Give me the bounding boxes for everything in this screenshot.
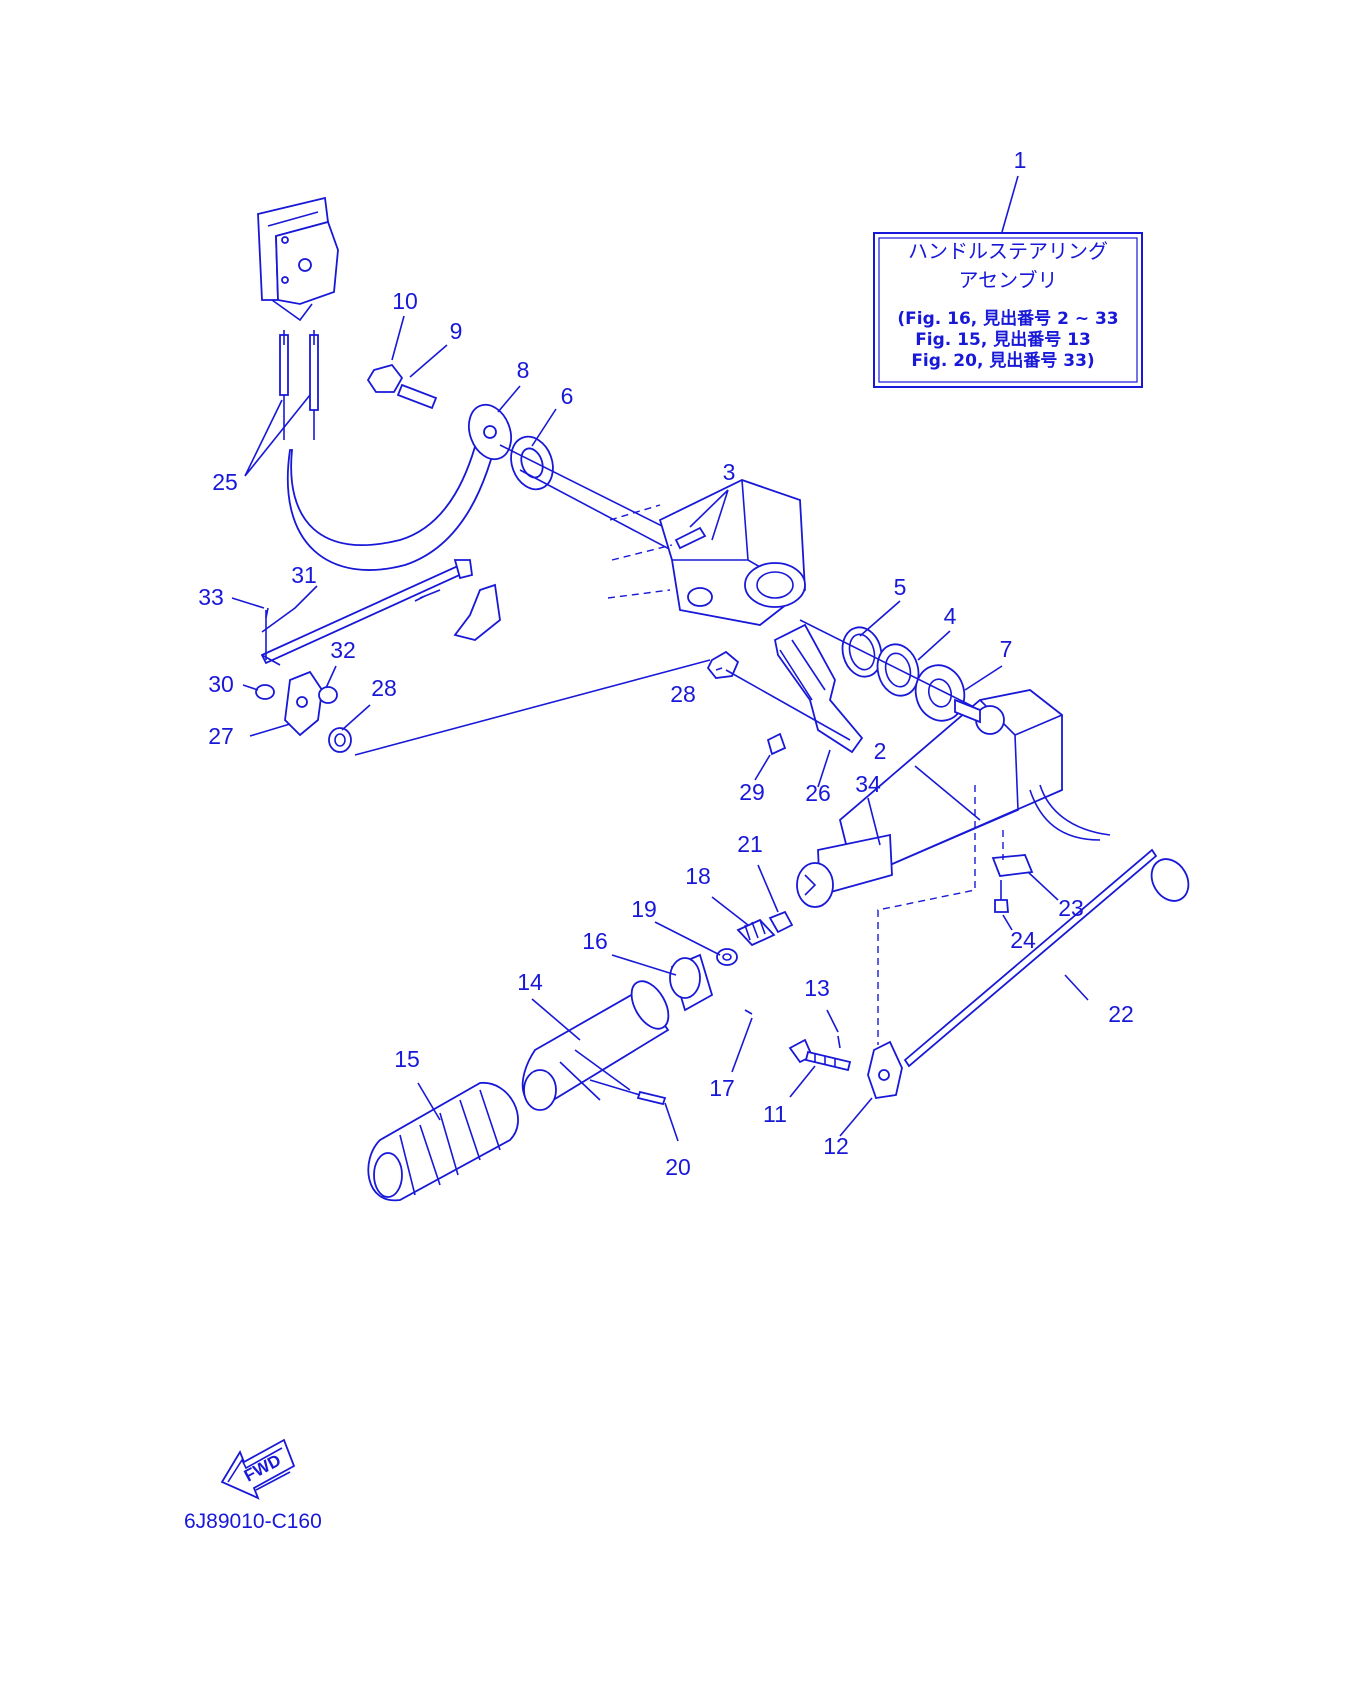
label-26: 26 — [805, 780, 831, 806]
label-22: 22 — [1108, 1001, 1134, 1027]
fwd-arrow: FWD — [220, 1438, 296, 1500]
label-28b: 28 — [670, 681, 696, 707]
label-33: 33 — [198, 584, 224, 610]
part-friction-adjuster — [788, 785, 1190, 1100]
label-34: 34 — [855, 771, 881, 797]
label-14: 14 — [517, 969, 543, 995]
part-link-rod — [255, 559, 711, 756]
part-nut-stud-plates — [366, 363, 691, 561]
box-title-line1: ハンドルステアリング — [908, 239, 1108, 263]
label-19: 19 — [631, 896, 657, 922]
label-24: 24 — [1010, 927, 1036, 953]
label-15: 15 — [394, 1046, 420, 1072]
label-23: 23 — [1058, 895, 1084, 921]
label-16: 16 — [582, 928, 608, 954]
box-ref-line2: Fig. 15, 見出番号 13 — [915, 329, 1091, 350]
label-9: 9 — [450, 318, 463, 344]
leader-lines — [231, 175, 1089, 1142]
label-20: 20 — [665, 1154, 691, 1180]
part-lever — [706, 623, 864, 756]
label-2: 2 — [874, 738, 887, 764]
label-5: 5 — [894, 574, 907, 600]
label-28: 28 — [371, 675, 397, 701]
label-21: 21 — [737, 831, 763, 857]
label-13: 13 — [804, 975, 830, 1001]
part-bracket — [257, 196, 339, 322]
label-6: 6 — [561, 383, 574, 409]
label-30: 30 — [208, 671, 234, 697]
label-27: 27 — [208, 723, 234, 749]
assembly-box: ハンドルステアリング アセンブリ (Fig. 16, 見出番号 2 ~ 33 F… — [873, 232, 1143, 388]
label-29: 29 — [739, 779, 765, 805]
label-31: 31 — [291, 562, 317, 588]
label-17: 17 — [709, 1075, 735, 1101]
label-7: 7 — [1000, 636, 1013, 662]
part-washers — [799, 619, 1001, 722]
label-11: 11 — [763, 1101, 787, 1127]
part-handle-arm — [796, 689, 1111, 908]
part-steering-bracket — [607, 479, 806, 626]
box-title-line2: アセンブリ — [959, 268, 1058, 292]
part-labels: 1 2 3 4 5 6 7 8 9 10 11 12 13 14 15 16 1… — [198, 147, 1134, 1180]
label-32: 32 — [330, 637, 356, 663]
label-8: 8 — [517, 357, 530, 383]
part-spring-set — [716, 910, 794, 966]
box-ref-line1: (Fig. 16, 見出番号 2 ~ 33 — [897, 308, 1118, 329]
drawing-code: 6J89010-C160 — [184, 1510, 322, 1533]
label-25: 25 — [212, 469, 238, 495]
label-3: 3 — [723, 459, 736, 485]
label-4: 4 — [944, 603, 957, 629]
label-12: 12 — [823, 1133, 849, 1159]
label-10: 10 — [392, 288, 418, 314]
part-grip-assembly — [367, 953, 753, 1202]
label-1: 1 — [1014, 147, 1027, 173]
label-18: 18 — [685, 863, 711, 889]
box-ref-line3: Fig. 20, 見出番号 33) — [911, 350, 1094, 371]
